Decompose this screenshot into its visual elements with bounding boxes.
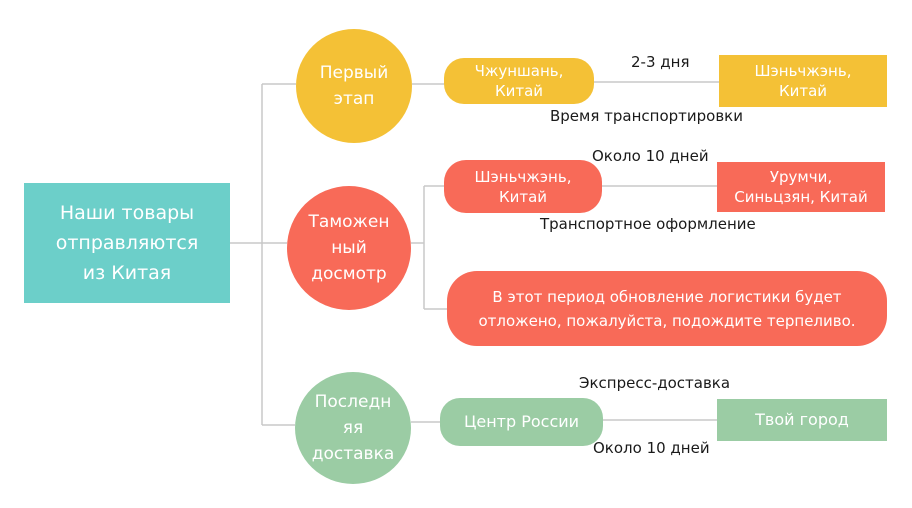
stage-last-node: Последн яя доставка: [295, 372, 411, 484]
last-stage-edge-label: Экспресс-доставка: [579, 374, 731, 392]
customs-destination: Урумчи, Синьцзян, Китай: [717, 162, 885, 212]
root-node: Наши товары отправляются из Китая: [24, 183, 230, 303]
last-stage-origin: Центр России: [440, 398, 603, 446]
last-stage-duration: Около 10 дней: [593, 439, 710, 457]
customs-duration: Около 10 дней: [592, 147, 709, 165]
customs-origin: Шэньчжэнь, Китай: [444, 160, 602, 213]
customs-notice: В этот период обновление логистики будет…: [447, 271, 887, 346]
first-stage-duration: 2-3 дня: [631, 53, 690, 71]
customs-edge-label: Транспортное оформление: [540, 215, 756, 233]
last-stage-destination: Твой город: [717, 399, 887, 441]
first-stage-edge-label: Время транспортировки: [550, 107, 743, 125]
first-stage-destination: Шэньчжэнь, Китай: [719, 55, 887, 107]
stage-customs-node: Таможен ный досмотр: [287, 186, 411, 310]
stage-first-node: Первый этап: [296, 29, 412, 143]
first-stage-origin: Чжуншань, Китай: [444, 58, 594, 104]
